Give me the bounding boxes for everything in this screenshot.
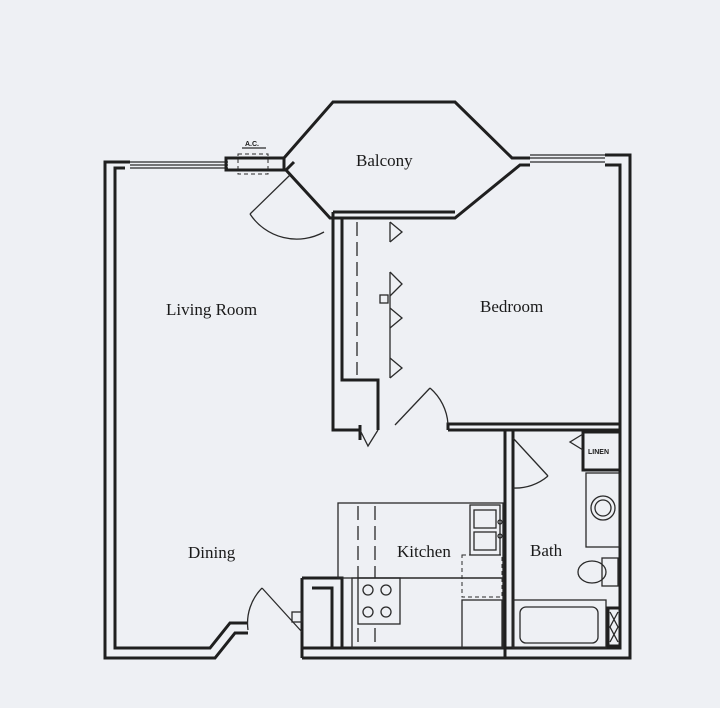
bedroom-label: Bedroom [480, 297, 543, 316]
kitchen-label: Kitchen [397, 542, 451, 561]
closet-door [359, 429, 379, 448]
interior-walls [300, 212, 620, 658]
kitchen-counters [337, 502, 504, 649]
bath-fixtures: LINEN [512, 430, 622, 649]
balcony-walls [282, 100, 530, 220]
ac-label: A.C. [245, 141, 259, 148]
entry-door [246, 587, 303, 633]
exterior-walls [103, 153, 632, 660]
living-room-label: Living Room [166, 300, 257, 319]
bath-label: Bath [530, 541, 563, 560]
ac-unit: A.C. [237, 141, 269, 175]
closet [356, 221, 404, 379]
balcony-door [249, 174, 325, 240]
linen-label: LINEN [588, 449, 609, 456]
balcony-label: Balcony [356, 151, 413, 170]
bedroom-door [394, 387, 449, 426]
dining-label: Dining [188, 543, 236, 562]
